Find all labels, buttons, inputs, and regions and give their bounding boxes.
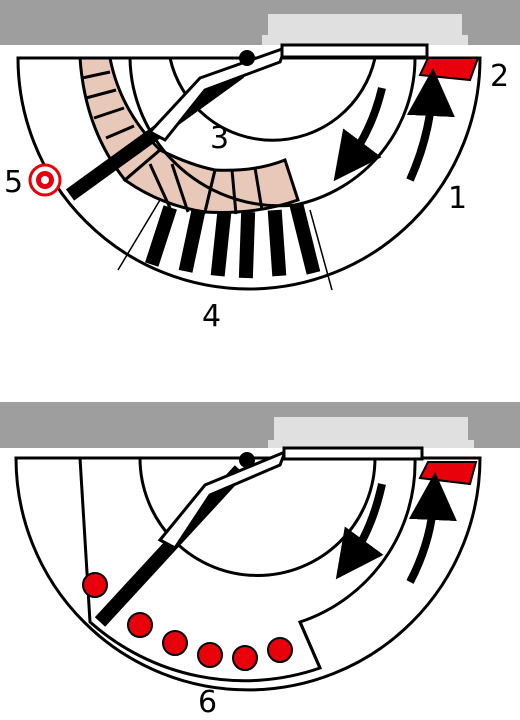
black-bar-1 [145, 205, 177, 267]
label-6: 6 [198, 685, 217, 720]
top-up-arrow [406, 68, 455, 182]
label-5: 5 [4, 165, 23, 200]
bottom-up-arrow [406, 472, 457, 584]
bottom-divider-right [298, 621, 322, 669]
red-dots [82, 572, 293, 671]
bottom-pivot-knob [239, 452, 255, 468]
lever-sleeve [147, 45, 288, 142]
leader-line-left [117, 199, 161, 271]
red-dot-2 [127, 612, 153, 638]
bottom-down-arrow [335, 483, 386, 580]
top-housing-panel [262, 14, 468, 45]
label-1: 1 [448, 181, 467, 216]
label-3: 3 [210, 121, 229, 156]
leader-line-right [309, 209, 333, 291]
black-bar-4 [238, 211, 256, 279]
black-bar-3 [210, 211, 232, 277]
black-bar-6 [289, 203, 321, 275]
red-dot-6 [267, 637, 293, 663]
top-red-tab [418, 57, 480, 82]
label-2: 2 [490, 59, 509, 94]
black-bars [145, 203, 321, 279]
top-view: 1 2 3 4 5 [0, 0, 520, 334]
pivot-knob [239, 50, 255, 66]
target-marker [28, 163, 62, 197]
black-bar-2 [178, 209, 206, 273]
bottom-lever-sleeve [157, 449, 288, 550]
bottom-housing-panel [268, 417, 474, 448]
bottom-view: 6 [0, 402, 520, 720]
bottom-inner-ring [138, 456, 377, 577]
bottom-slider-plate [282, 446, 424, 461]
black-bar-5 [267, 209, 287, 277]
red-dot-4 [197, 642, 223, 668]
red-dot-1 [82, 572, 108, 598]
top-slider-plate [280, 43, 429, 59]
red-dot-3 [162, 630, 188, 656]
top-down-arrow [333, 87, 386, 182]
red-dot-5 [232, 645, 258, 671]
label-4: 4 [202, 299, 221, 334]
